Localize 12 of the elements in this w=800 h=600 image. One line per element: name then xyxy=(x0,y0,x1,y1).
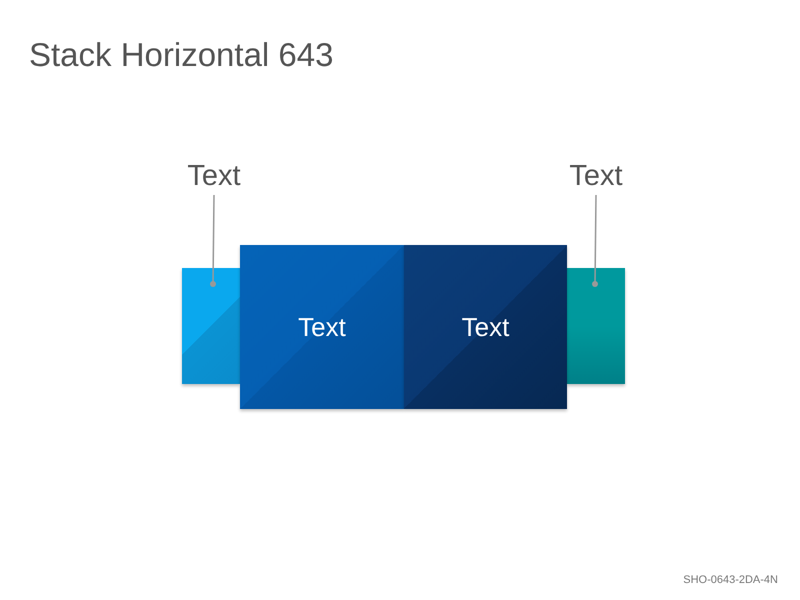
footer-code: SHO-0643-2DA-4N xyxy=(683,574,778,586)
stack-tile xyxy=(404,245,567,409)
title: Stack Horizontal 643 xyxy=(29,36,334,74)
stack-tile xyxy=(240,245,404,409)
callout-label: Text xyxy=(551,160,641,193)
tile-text: Text xyxy=(298,312,346,342)
stack-tile xyxy=(182,268,240,384)
leader-line xyxy=(592,195,598,287)
tile-text: Text xyxy=(462,312,510,342)
stack-tile xyxy=(567,268,625,384)
leader-line xyxy=(210,195,216,287)
callout-label: Text xyxy=(169,160,259,193)
